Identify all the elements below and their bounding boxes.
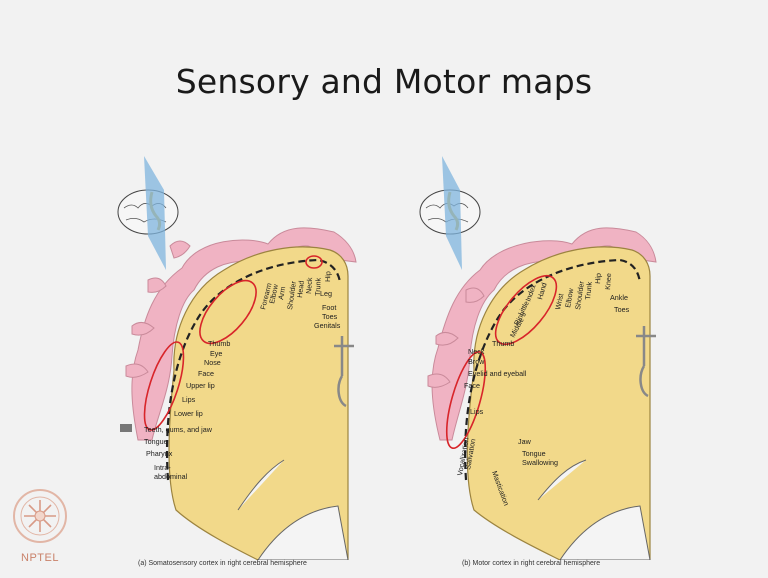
label-neck: Neck xyxy=(468,347,485,356)
slide-title: Sensory and Motor maps xyxy=(0,62,768,101)
label-jaw: Jaw xyxy=(518,437,532,446)
brain-thumbnail-icon xyxy=(118,156,178,270)
label-eyelid: Eyelid and eyeball xyxy=(468,369,527,378)
label-thumb: Thumb xyxy=(208,339,230,348)
label-brow: Brow xyxy=(468,357,485,366)
brain-thumbnail-icon xyxy=(420,156,480,270)
label-lips: Lips xyxy=(470,407,484,416)
label-hip: Hip xyxy=(323,271,332,282)
nptel-emblem-icon xyxy=(10,482,70,552)
nptel-logo: NPTEL xyxy=(10,482,70,574)
label-upper-lip: Upper lip xyxy=(186,381,215,390)
right-caption: (b) Motor cortex in right cerebral hemis… xyxy=(462,560,600,567)
label-tongue: Tongue xyxy=(522,449,546,458)
label-toes: Toes xyxy=(322,312,338,321)
label-knee: Knee xyxy=(603,273,613,290)
label-leg: Leg xyxy=(320,289,332,298)
label-thumb: Thumb xyxy=(492,339,514,348)
label-swallowing: Swallowing xyxy=(522,458,558,467)
label-lips: Lips xyxy=(182,395,196,404)
label-pharynx: Pharynx xyxy=(146,449,173,458)
label-face: Face xyxy=(464,381,480,390)
label-abdominal: abdominal xyxy=(154,472,188,481)
label-teeth: Teeth, gums, and jaw xyxy=(144,425,213,434)
label-nose: Nose xyxy=(204,358,221,367)
motor-figure: Little Ring Middle Index Hand Wrist Elbo… xyxy=(410,150,672,560)
label-genitals: Genitals xyxy=(314,321,341,330)
label-lower-lip: Lower lip xyxy=(174,409,203,418)
label-foot: Foot xyxy=(322,303,336,312)
label-eye: Eye xyxy=(210,349,222,358)
label-face: Face xyxy=(198,369,214,378)
label-toes: Toes xyxy=(614,305,630,314)
left-caption: (a) Somatosensory cortex in right cerebr… xyxy=(138,560,307,567)
label-ankle: Ankle xyxy=(610,293,628,302)
label-intra: Intra- xyxy=(154,463,171,472)
label-hip: Hip xyxy=(593,273,603,284)
label-tongue: Tongue xyxy=(144,437,168,446)
somatosensory-figure: Forearm Elbow Arm Shoulder Head Neck Tru… xyxy=(108,150,370,560)
logo-text: NPTEL xyxy=(10,552,70,564)
